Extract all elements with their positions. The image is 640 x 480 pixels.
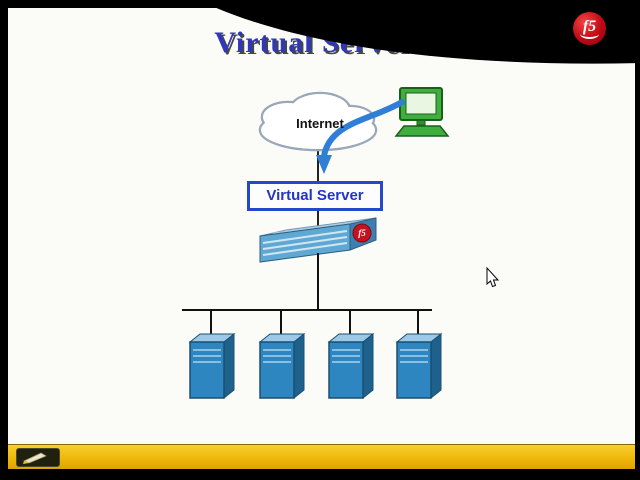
f5-ball-icon: f5 — [352, 223, 372, 243]
f5-logo-swoosh — [580, 29, 599, 39]
server-tower-icon — [327, 332, 375, 400]
client-computer-icon — [394, 87, 450, 137]
slide-title: Virtual Servers — [214, 26, 426, 59]
server-rack-bus — [182, 253, 432, 338]
presenter-toolbar — [8, 444, 635, 469]
annotation-pen-icon — [23, 452, 47, 464]
svg-text:f5: f5 — [358, 228, 366, 238]
server-tower-icon — [258, 332, 306, 400]
internet-label: Internet — [296, 116, 344, 131]
virtual-server-label: Virtual Server — [247, 181, 383, 211]
server-tower-icon — [395, 332, 443, 400]
f5-logo: f5 — [573, 12, 606, 45]
annotation-pen-button[interactable] — [16, 448, 60, 467]
traffic-arrow-icon — [316, 99, 405, 174]
load-balancer-icon: f5 — [259, 217, 377, 263]
server-tower-icon — [188, 332, 236, 400]
internet-cloud-icon — [258, 91, 378, 152]
mouse-cursor-icon — [486, 266, 500, 288]
